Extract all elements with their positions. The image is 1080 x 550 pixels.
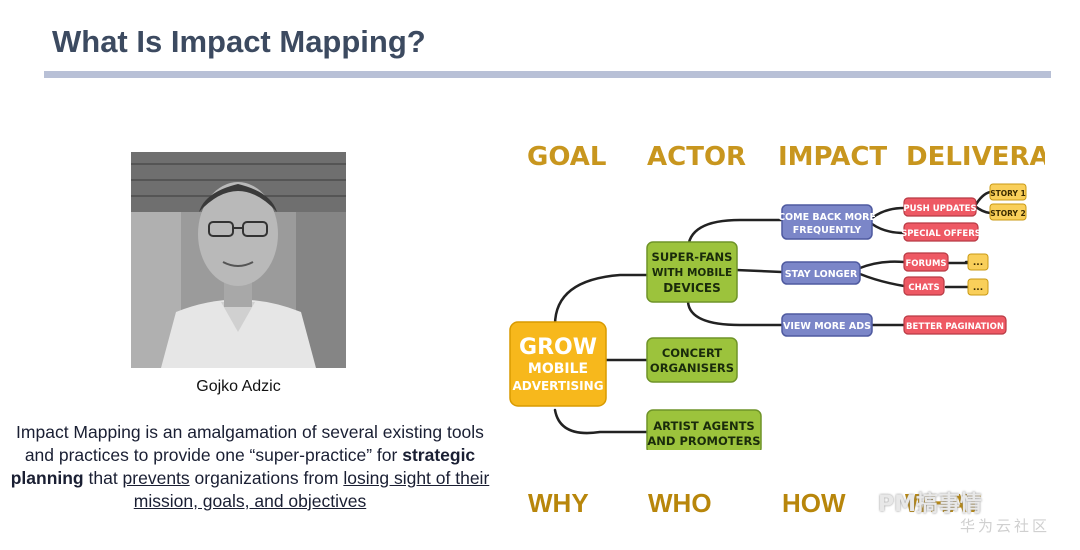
header-goal: GOAL (527, 142, 606, 172)
description-text: Impact Mapping is an amalgamation of sev… (10, 422, 490, 511)
svg-text:DEVICES: DEVICES (663, 281, 721, 295)
svg-text:WITH MOBILE: WITH MOBILE (652, 267, 732, 279)
emphasis-strategic-planning: strategic planning (10, 445, 476, 488)
header-deliverable: DELIVERABLE (906, 142, 1045, 172)
watermark-huawei: 华为云社区 (960, 517, 1051, 535)
impact-node-come-back (781, 204, 873, 240)
svg-text:PUSH UPDATES: PUSH UPDATES (903, 204, 976, 214)
svg-text:ORGANISERS: ORGANISERS (650, 361, 734, 375)
story-ellipsis-1 (967, 253, 989, 271)
emphasis-prevents: prevents (122, 468, 190, 488)
svg-text:...: ... (973, 283, 983, 293)
deliverable-push-updates (903, 197, 977, 217)
svg-text:SPECIAL OFFERS: SPECIAL OFFERS (901, 229, 981, 239)
page-title: What Is Impact Mapping? (52, 24, 426, 59)
impact-node-stay-longer (781, 261, 861, 285)
impact-map-diagram: GOAL ACTOR IMPACT DELIVERABLE GROW MOBIL… (500, 120, 1080, 455)
actor-node-superfans (646, 241, 738, 303)
deliverable-chats (903, 276, 945, 296)
svg-text:SUPER-FANS: SUPER-FANS (652, 250, 733, 264)
story-1 (989, 183, 1027, 201)
svg-text:BETTER PAGINATION: BETTER PAGINATION (906, 322, 1004, 332)
deliverable-forums (903, 252, 949, 272)
svg-text:AND PROMOTERS: AND PROMOTERS (647, 434, 760, 448)
header-actor: ACTOR (647, 142, 746, 172)
label-why: WHY (528, 488, 589, 518)
deliverable-special-offers (903, 222, 979, 242)
deliverable-better-pagination (903, 315, 1007, 335)
person-photo (131, 152, 346, 368)
label-what: WHAT (905, 488, 982, 518)
svg-text:STAY LONGER: STAY LONGER (785, 269, 858, 280)
emphasis-mission: losing sight of their mission, goals, an… (133, 468, 490, 511)
story-ellipsis-2 (967, 278, 989, 296)
header-impact: IMPACT (778, 142, 887, 172)
title-divider (44, 71, 1051, 78)
svg-text:FREQUENTLY: FREQUENTLY (793, 225, 862, 236)
goal-line-2: MOBILE (528, 361, 588, 377)
person-name: Gojko Adzic (196, 378, 281, 395)
goal-line-3: ADVERTISING (512, 379, 603, 393)
goal-line-1: GROW (519, 335, 597, 360)
story-2 (989, 203, 1027, 221)
label-how: HOW (782, 488, 846, 518)
goal-node (509, 321, 607, 407)
impact-node-view-ads (781, 313, 873, 337)
svg-text:CHATS: CHATS (908, 283, 939, 293)
svg-text:ARTIST AGENTS: ARTIST AGENTS (653, 419, 754, 433)
svg-text:STORY 1: STORY 1 (990, 189, 1026, 198)
svg-text:COME BACK MORE: COME BACK MORE (778, 212, 876, 223)
svg-text:CONCERT: CONCERT (662, 346, 722, 360)
svg-text:...: ... (973, 258, 983, 268)
svg-text:VIEW MORE ADS: VIEW MORE ADS (783, 321, 871, 332)
svg-text:FORUMS: FORUMS (905, 259, 946, 269)
actor-node-concert (646, 337, 738, 383)
watermark-pm: PM搞事情 (878, 492, 983, 517)
label-who: WHO (648, 488, 712, 518)
svg-text:STORY 2: STORY 2 (990, 209, 1026, 218)
